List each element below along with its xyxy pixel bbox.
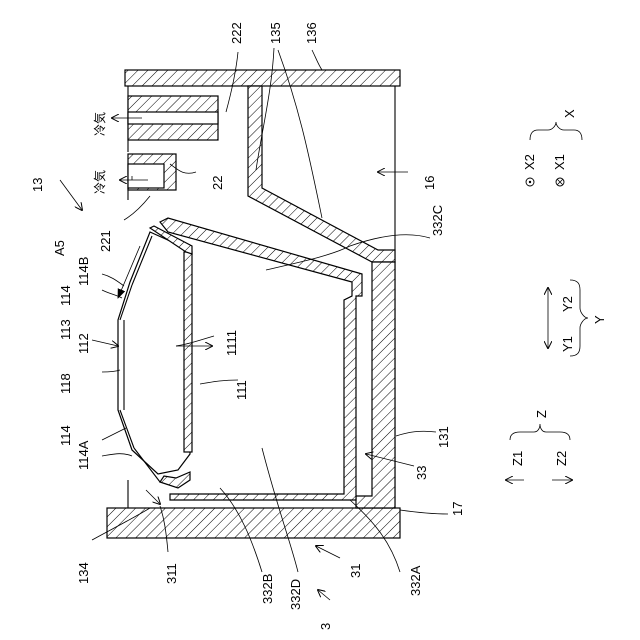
label-17: 17 [450, 502, 465, 516]
leader-118 [102, 370, 120, 372]
label-111: 111 [234, 380, 249, 400]
label-332B: 332B [260, 574, 275, 604]
bottom-plate [107, 508, 400, 538]
top-plate-136 [125, 70, 400, 86]
front-panel-1111-strip [184, 252, 192, 452]
arrow-13 [60, 180, 82, 210]
axis-label-y2: Y2 [560, 296, 575, 312]
label-13: 13 [30, 178, 45, 192]
labels: 222 135 136 16 22 221 332C 13 A5 114B 11… [30, 22, 607, 630]
brace-z [510, 424, 570, 440]
label-118: 118 [58, 373, 73, 394]
leader-114b [102, 428, 126, 440]
front-panel-lower-hatch [160, 472, 190, 488]
label-135: 135 [268, 22, 283, 44]
axis-label-z: Z [534, 410, 549, 418]
label-221: 221 [98, 230, 113, 252]
arrow-134 [146, 490, 160, 504]
label-114-upper: 114 [58, 285, 73, 306]
arrow-3 [318, 590, 330, 600]
label-A5: A5 [52, 240, 67, 256]
label-112: 112 [76, 333, 91, 354]
label-136: 136 [304, 22, 319, 44]
axis-label-x1: X1 [552, 154, 567, 170]
label-114B: 114B [76, 257, 91, 286]
partition-135 [248, 86, 395, 262]
axis-label-x: X [562, 109, 577, 118]
axis-label-x2: X2 [522, 154, 537, 170]
label-31: 31 [348, 564, 363, 578]
label-332A: 332A [408, 565, 423, 596]
leader-17 [400, 510, 448, 514]
leader-114A [102, 454, 132, 456]
leader-111 [200, 380, 238, 384]
inner-wall-131-body [356, 262, 395, 508]
leader-136 [312, 50, 322, 70]
label-332D: 332D [288, 579, 303, 610]
label-33: 33 [414, 466, 429, 480]
leader-131 [396, 431, 436, 436]
label-131: 131 [436, 426, 451, 448]
label-332C: 332C [430, 205, 445, 236]
outlet-22 [128, 154, 176, 190]
label-1111: 1111 [224, 330, 239, 356]
axis-label-z1: Z1 [510, 451, 525, 466]
front-panel-111-outline [118, 232, 190, 474]
outlet-221-cavity [128, 164, 164, 188]
leader-114a [102, 290, 122, 298]
label-cold-air-2: 冷気 [92, 170, 107, 194]
label-114-lower: 114 [58, 425, 73, 446]
leader-114B [102, 274, 124, 286]
partition-135-body [248, 86, 395, 262]
axis-label-y: Y [592, 315, 607, 324]
label-113: 113 [58, 319, 73, 340]
label-114A: 114A [76, 440, 91, 470]
x2-dot-center [529, 181, 531, 183]
brace-x [530, 122, 582, 140]
label-134: 134 [76, 562, 91, 584]
axis-label-z2: Z2 [554, 451, 569, 466]
label-22: 22 [210, 176, 225, 190]
label-cold-air-1: 冷気 [92, 112, 107, 136]
front-panel-111 [118, 226, 192, 488]
axis-label-y1: Y1 [560, 336, 575, 352]
label-311: 311 [164, 563, 179, 584]
arrow-112 [92, 340, 118, 346]
axis-legend [506, 122, 588, 480]
inner-wall-131 [356, 262, 395, 508]
label-3: 3 [318, 623, 333, 630]
arrow-31 [316, 546, 340, 558]
label-222: 222 [229, 22, 244, 44]
label-16: 16 [422, 176, 437, 190]
